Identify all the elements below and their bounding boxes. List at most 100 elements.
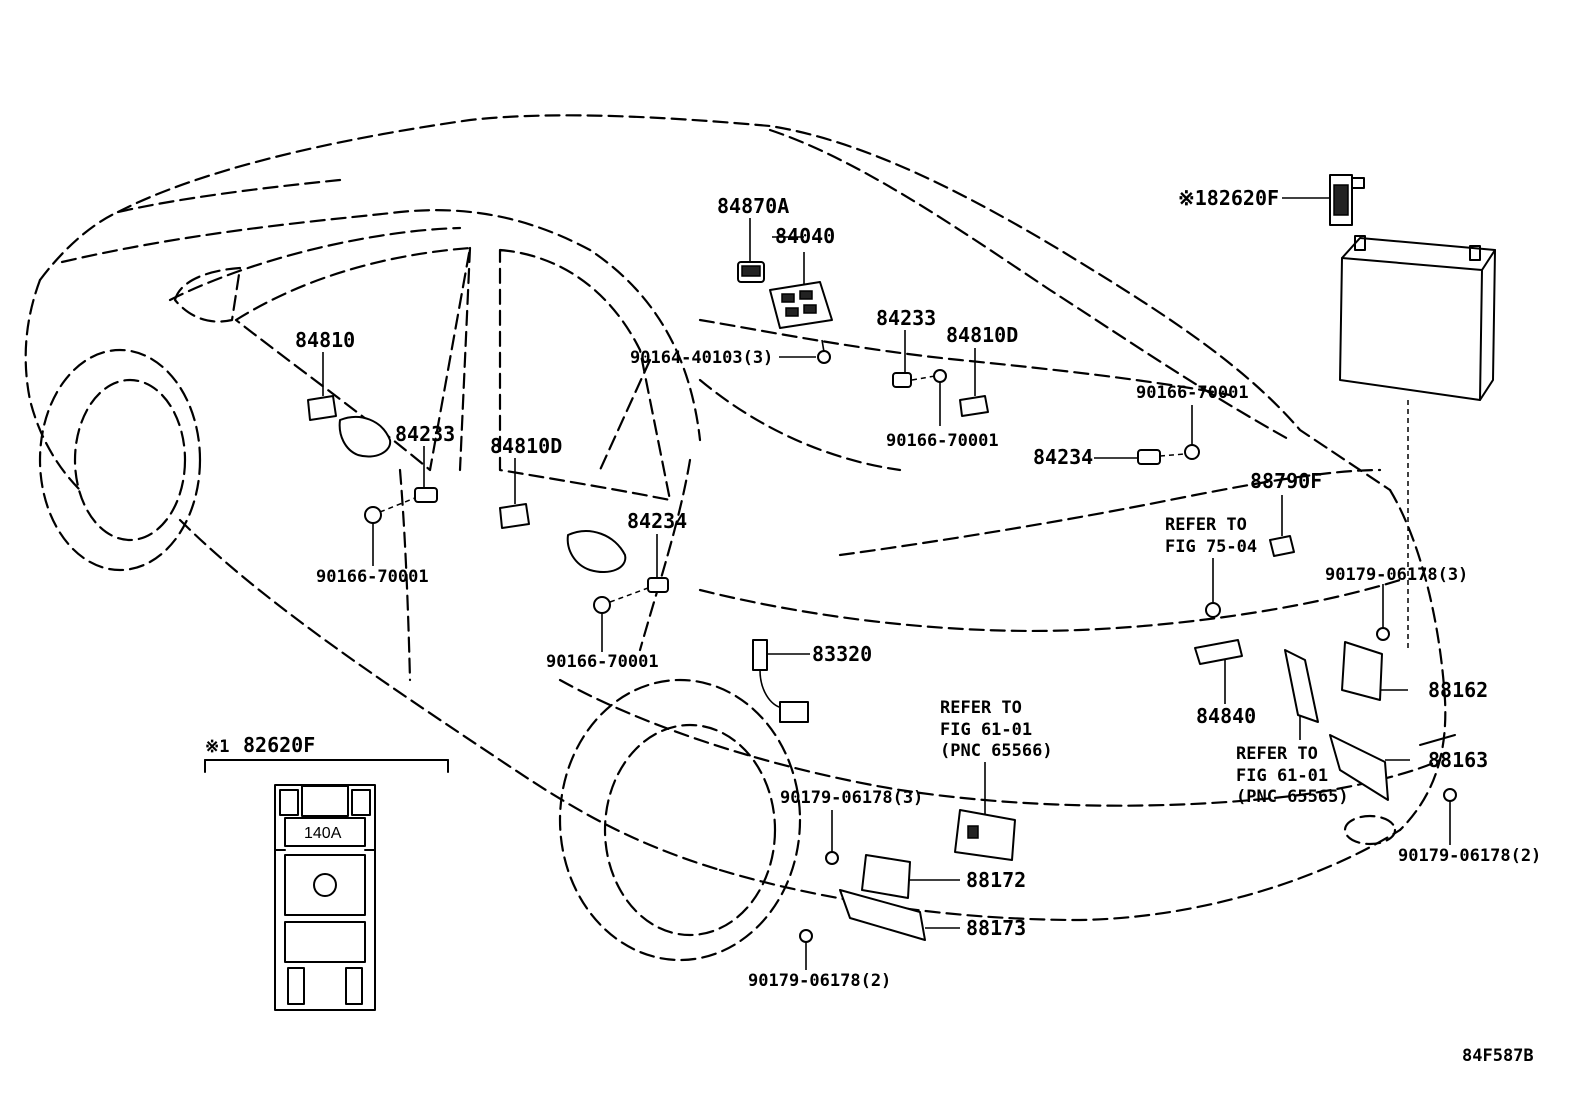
roof-line [116, 114, 1392, 492]
rear-door-handle [566, 530, 627, 574]
bracket-88163 [1329, 734, 1456, 801]
label-82620f-top: ※182620F [1178, 186, 1279, 210]
label-84233-rear: 84233 [876, 306, 936, 330]
bracket-65565 [1284, 649, 1319, 740]
label-84810-front: 84810 [295, 328, 355, 352]
fuse-rating: 140A [304, 825, 342, 842]
clip-90166-a [933, 369, 947, 426]
rear-glass [768, 128, 1292, 442]
label-84234-front: 84234 [627, 509, 687, 533]
switch-84810d-rear [959, 348, 989, 417]
label-90179-a: 90179-06178(3) [1325, 565, 1468, 585]
label-90164: 90164-40103(3) [630, 348, 773, 368]
label-83320: 83320 [812, 642, 872, 666]
lower-sill [178, 518, 722, 872]
switch-84870a [737, 218, 765, 283]
label-84870a: 84870A [717, 194, 789, 218]
label-refer1-line1: REFER TO [1165, 515, 1247, 535]
inset-title: 82620F [243, 733, 315, 757]
module-65566 [954, 762, 1016, 861]
label-refer3-line1: REFER TO [1236, 744, 1318, 764]
bracket-88173 [839, 889, 960, 941]
label-90179-c: 90179-06178(2) [748, 971, 891, 991]
label-88162: 88162 [1428, 678, 1488, 702]
label-88163: 88163 [1428, 748, 1488, 772]
screw-90164 [779, 339, 831, 364]
radar-88172 [861, 854, 960, 899]
rear-wheel-outer [558, 678, 802, 962]
label-90166-d: 90166-70001 [546, 652, 659, 672]
switch-84234-rear [1094, 449, 1161, 465]
label-88790f: 88790F [1250, 469, 1322, 493]
fuse-inset [204, 759, 449, 1011]
front-fascia [24, 278, 82, 492]
nut-90179-d [1443, 788, 1457, 845]
front-window [234, 246, 472, 472]
label-84810d-rear: 84810D [946, 323, 1018, 347]
radar-88162 [1341, 641, 1408, 701]
label-90179-d: 90179-06178(2) [1398, 846, 1541, 866]
label-90166-b: 90166-70001 [1136, 383, 1249, 403]
label-refer1-line2: FIG 75-04 [1165, 537, 1257, 557]
label-90179-b: 90179-06178(3) [780, 788, 923, 808]
vehicle-outline [24, 114, 1447, 962]
label-refer3-line2: FIG 61-01 [1236, 766, 1328, 786]
battery [1339, 235, 1496, 650]
c-pillar [598, 358, 652, 472]
rear-bumper-bottom [718, 828, 1402, 922]
door-line-front [398, 468, 412, 682]
beltline [60, 209, 702, 442]
switch-84810-front [307, 352, 337, 421]
label-refer2-line3: (PNC 65566) [940, 741, 1053, 761]
master-switch-84040 [769, 236, 833, 329]
grommet-fig75 [1205, 558, 1221, 618]
sensor-83320 [752, 639, 810, 723]
nut-90179-a [1376, 584, 1390, 641]
label-refer3-line3: (PNC 65565) [1236, 787, 1349, 807]
switch-84233-front [379, 446, 438, 513]
inset-marker: ※1 [205, 737, 229, 757]
rear-bumper-top [558, 678, 1442, 807]
hood-line [38, 178, 342, 282]
label-84810d-mid: 84810D [490, 434, 562, 458]
rear-glass-lower [698, 318, 1232, 397]
clip-90166-b [1159, 405, 1200, 460]
rear-wheel-inner [603, 723, 777, 937]
rear-quarter [1388, 488, 1447, 832]
switch-84233-rear [892, 330, 936, 388]
label-84233-front: 84233 [395, 422, 455, 446]
front-wheel-inner [73, 378, 187, 542]
switch-84840 [1194, 639, 1243, 704]
clip-90166-c [364, 506, 382, 566]
labels: ※182620F 84870A 84040 84810 90164-40103(… [205, 186, 1541, 1066]
label-84234-rear: 84234 [1033, 445, 1093, 469]
front-wheel-outer [38, 348, 202, 572]
side-mirror [173, 266, 242, 323]
switch-84810d-mid [499, 458, 530, 529]
clip-90166-d [593, 596, 611, 652]
label-88173: 88173 [966, 916, 1026, 940]
door-line-rear [638, 458, 692, 652]
nut-90179-c [799, 929, 813, 970]
nut-90179-b [825, 810, 839, 865]
front-door-handle [338, 415, 392, 458]
trunk-lid [838, 468, 1382, 557]
sensor-88790f [1269, 495, 1295, 557]
label-90166-a: 90166-70001 [886, 431, 999, 451]
label-refer2-line2: FIG 61-01 [940, 720, 1032, 740]
label-84840: 84840 [1196, 704, 1256, 728]
windshield-base [168, 226, 462, 302]
exhaust-tip [1343, 814, 1397, 846]
fuse-82620f-part [1282, 174, 1365, 226]
b-pillar [458, 246, 472, 472]
package-tray [698, 378, 902, 472]
figure-id: 84F587B [1462, 1046, 1534, 1066]
label-refer2-line1: REFER TO [940, 698, 1022, 718]
switch-84234-front [609, 534, 669, 603]
trunk-edge [698, 578, 1402, 633]
label-88172: 88172 [966, 868, 1026, 892]
label-90166-c: 90166-70001 [316, 567, 429, 587]
label-84040: 84040 [775, 224, 835, 248]
